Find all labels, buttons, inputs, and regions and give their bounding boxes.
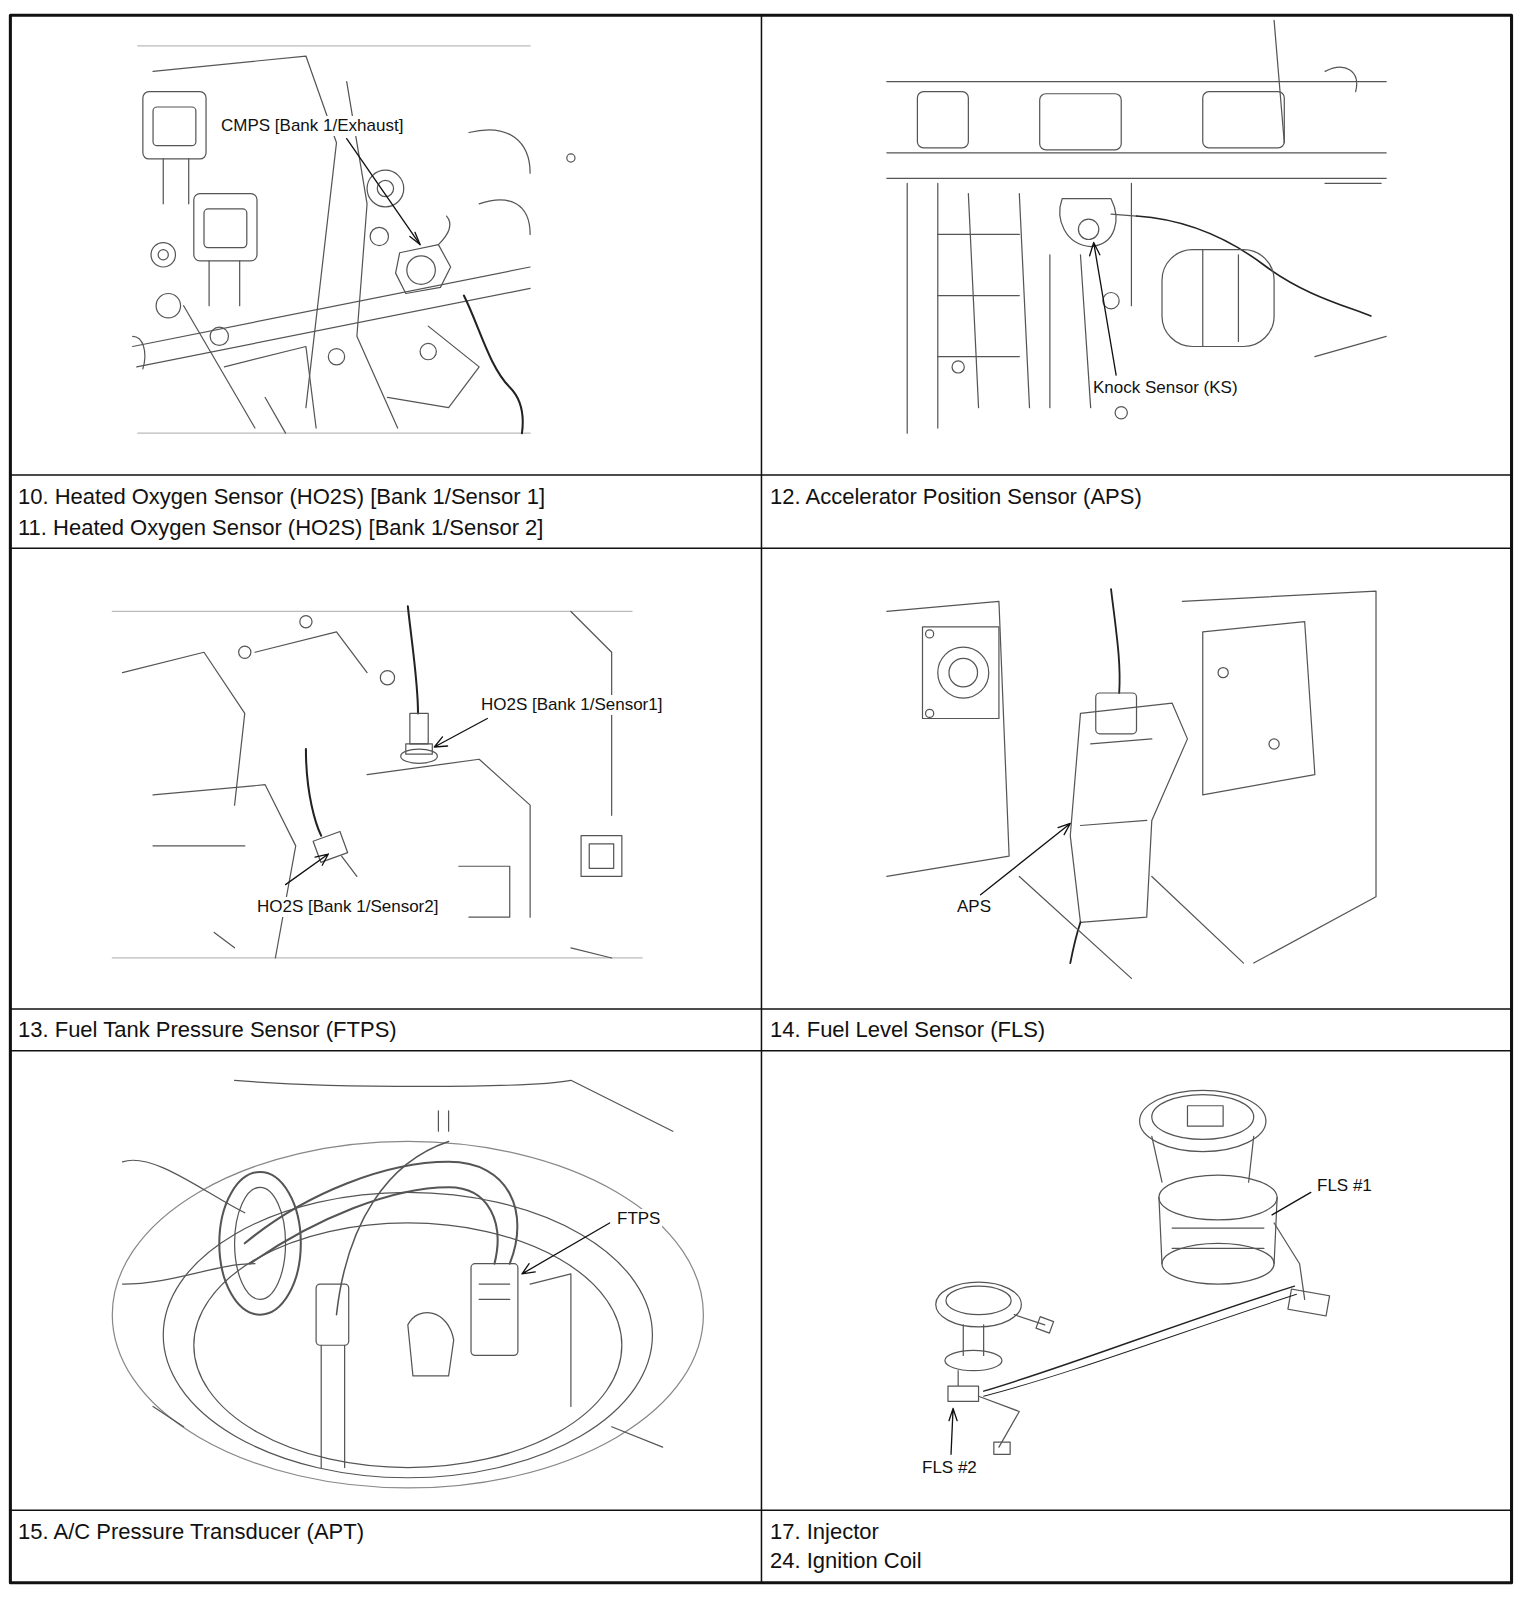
table-cell: 13. Fuel Tank Pressure Sensor (FTPS) — [18, 1017, 397, 1043]
callout-label: HO2S [Bank 1/Sensor2] — [255, 897, 440, 917]
leader-line — [522, 1223, 610, 1274]
table-cell: 10. Heated Oxygen Sensor (HO2S) [Bank 1/… — [18, 484, 545, 510]
table-cell: 14. Fuel Level Sensor (FLS) — [770, 1017, 1045, 1043]
table-cell: 11. Heated Oxygen Sensor (HO2S) [Bank 1/… — [18, 515, 543, 541]
ho2s-drawing — [112, 606, 642, 958]
leader-line — [286, 718, 488, 884]
ftps-drawing — [112, 1080, 703, 1488]
callout-label: FLS #2 — [920, 1458, 979, 1478]
leader-line — [981, 823, 1071, 894]
cmps-drawing — [133, 46, 575, 433]
table-cell: 24. Ignition Coil — [770, 1548, 922, 1574]
table-cell: 12. Accelerator Position Sensor (APS) — [770, 484, 1142, 510]
callout-label: APS — [955, 897, 993, 917]
aps-drawing — [887, 589, 1376, 978]
callout-label: FTPS — [615, 1209, 662, 1229]
table-grid — [10, 15, 1511, 1582]
callout-label: FLS #1 — [1315, 1176, 1374, 1196]
callout-label: HO2S [Bank 1/Sensor1] — [479, 695, 664, 715]
knock-sensor-drawing — [887, 20, 1386, 433]
callout-label: Knock Sensor (KS) — [1091, 378, 1240, 398]
table-cell: 15. A/C Pressure Transducer (APT) — [18, 1519, 364, 1545]
callout-label: CMPS [Bank 1/Exhaust] — [219, 116, 405, 136]
fls-drawing — [936, 1090, 1330, 1454]
leader-line — [1090, 243, 1116, 375]
leader-line — [949, 1192, 1311, 1454]
leader-line — [347, 139, 420, 245]
table-cell: 17. Injector — [770, 1519, 879, 1545]
